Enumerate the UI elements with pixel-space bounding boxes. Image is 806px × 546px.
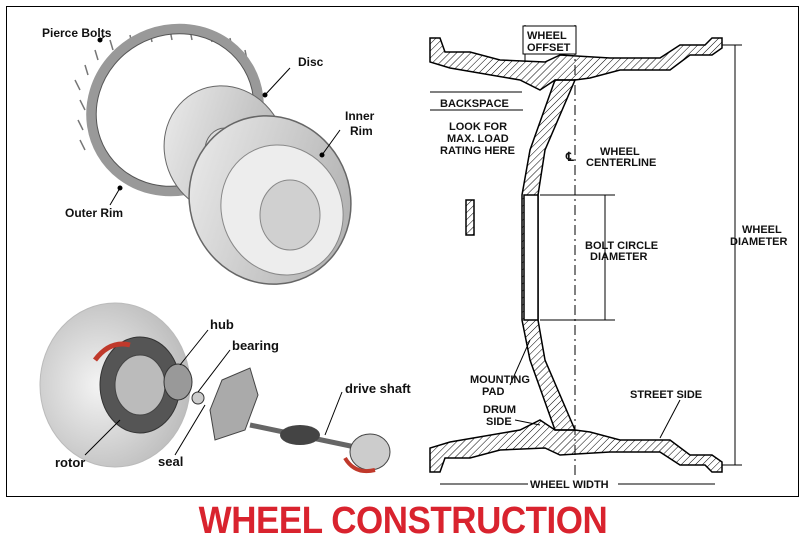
dimension-lines — [430, 25, 742, 485]
label-load-1: LOOK FOR — [449, 121, 507, 133]
label-mounting-1: MOUNTING — [470, 374, 530, 386]
label-inner-rim-2: Rim — [350, 124, 373, 138]
exploded-wheel-view — [74, 23, 352, 285]
label-wheel-diameter-2: DIAMETER — [730, 236, 788, 248]
label-load-2: MAX. LOAD — [447, 133, 509, 145]
label-bolt-circle-1: BOLT CIRCLE — [585, 240, 658, 252]
page-title: WHEEL CONSTRUCTION — [198, 500, 608, 542]
hub — [163, 363, 193, 401]
knuckle — [209, 367, 259, 441]
label-disc: Disc — [298, 55, 324, 69]
rim-cross-section — [429, 37, 723, 473]
centerline-symbol: ℄ — [565, 150, 574, 164]
label-wheel-diameter-1: WHEEL — [742, 224, 782, 236]
label-centerline-1: WHEEL — [600, 146, 640, 158]
label-street-side: STREET SIDE — [630, 389, 702, 401]
label-load-3: RATING HERE — [440, 145, 515, 157]
label-rotor: rotor — [55, 455, 85, 470]
label-centerline-2: CENTERLINE — [586, 157, 656, 169]
label-drum-1: DRUM — [483, 404, 516, 416]
diagram-frame — [6, 6, 799, 497]
label-drum-2: SIDE — [486, 416, 512, 428]
label-hub: hub — [210, 317, 234, 332]
hub-assembly-view — [39, 302, 391, 474]
label-seal: seal — [158, 454, 183, 469]
label-bolt-circle-2: DIAMETER — [590, 251, 648, 263]
label-inner-rim-1: Inner — [345, 109, 375, 123]
label-wheel-width: WHEEL WIDTH — [530, 479, 609, 491]
label-bearing: bearing — [232, 338, 279, 353]
label-wheel-offset-2: OFFSET — [527, 42, 571, 54]
label-backspace: BACKSPACE — [440, 98, 509, 110]
bearing — [191, 391, 205, 405]
label-drive-shaft: drive shaft — [345, 381, 411, 396]
exploded-callouts — [97, 35, 341, 206]
label-pierce-bolts: Pierce Bolts — [42, 26, 112, 40]
label-outer-rim: Outer Rim — [65, 206, 123, 220]
label-wheel-offset-1: WHEEL — [527, 30, 567, 42]
label-mounting-2: PAD — [482, 386, 504, 398]
